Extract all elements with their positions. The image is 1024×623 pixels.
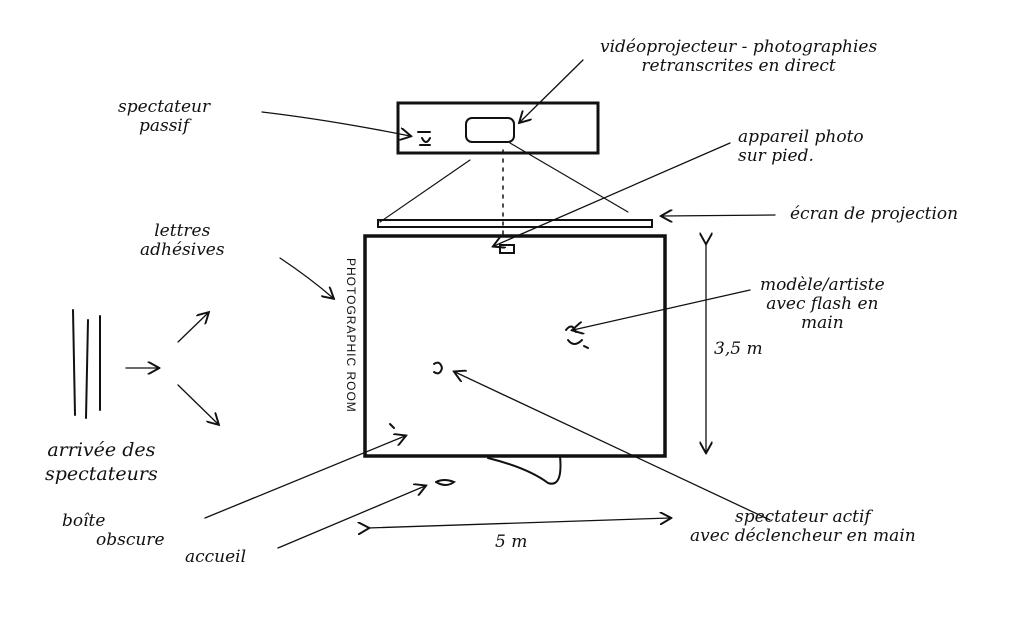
height-label: 3,5 m [714,339,763,359]
projection-booth [396,101,600,155]
projection-screen [377,219,653,228]
active-spectator-icon [433,361,444,375]
projection-line-left [379,159,471,223]
projection-line-right [509,142,629,213]
reception-label: accueil [185,547,247,567]
passive-spectator-icon [417,131,431,146]
camera-tripod-icon [499,244,515,254]
width-label: 5 m [495,532,528,552]
photographic-room [363,234,667,458]
screen-label: écran de projection [790,204,959,224]
width-dimension [368,518,670,528]
camera-obscura-icon [389,423,395,429]
projector-icon [465,117,515,143]
arrival-bars [72,309,101,419]
reception-icon [435,479,457,486]
door [487,455,562,485]
room-name-letters: PHOTOGRAPHIC ROOM [344,258,358,413]
